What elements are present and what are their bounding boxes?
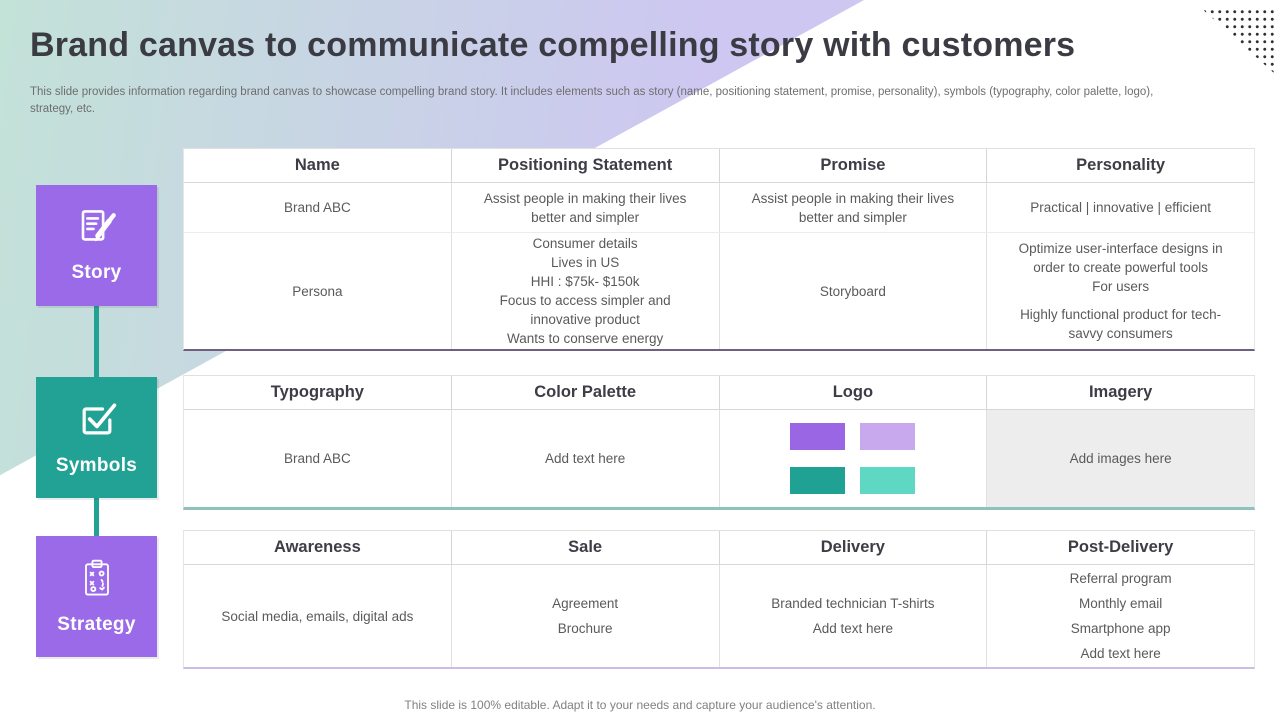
cell-line: Optimize user-interface designs in — [1018, 241, 1223, 256]
dot-pattern-decoration — [1201, 8, 1275, 74]
rail-item-label: Symbols — [55, 455, 138, 476]
rail-item-label: Story — [71, 262, 122, 283]
slide-description: This slide provides information regardin… — [30, 86, 1154, 116]
logo-swatches-cell — [720, 410, 988, 507]
table-cell: Storyboard — [720, 233, 988, 349]
cell-line: Add text here — [544, 451, 626, 466]
table-cell: Persona — [184, 233, 452, 349]
color-swatch — [790, 423, 846, 450]
cell-line: Smartphone app — [1070, 621, 1171, 636]
checkbox-check-icon — [75, 398, 119, 447]
rail-item-label: Strategy — [57, 614, 136, 635]
color-swatch — [790, 467, 846, 494]
cell-line: Add text here — [1080, 646, 1161, 661]
table-cell: Practical | innovative | efficient — [987, 183, 1254, 232]
table-cell: Add images here — [987, 410, 1254, 507]
cell-line: Focus to access simpler and — [499, 293, 671, 308]
slide-footer-note: This slide is 100% editable. Adapt it to… — [404, 698, 876, 712]
cell-line: Add text here — [812, 621, 894, 636]
cell-line: Branded technician T-shirts — [771, 596, 935, 611]
color-swatch — [860, 423, 916, 450]
table-cell: Social media, emails, digital ads — [184, 565, 452, 667]
table-cell: Add text here — [452, 410, 720, 507]
table-row: Brand ABC Add text here Add images here — [184, 410, 1254, 507]
cell-line: Wants to conserve energy — [506, 331, 664, 346]
cell-line: Brochure — [557, 621, 613, 636]
page-title: Brand canvas to communicate compelling s… — [30, 26, 1076, 64]
column-header: Delivery — [720, 531, 988, 564]
table-cell: Optimize user-interface designs in order … — [987, 233, 1254, 349]
cell-line: Consumer details — [532, 236, 638, 251]
cell-line: Add images here — [1069, 451, 1172, 466]
cell-line: Social media, emails, digital ads — [221, 608, 414, 624]
table-cell: Brand ABC — [184, 410, 452, 507]
cell-line: Referral program — [1069, 571, 1172, 586]
rail-item-symbols: Symbols — [36, 377, 157, 498]
table-cell: Assist people in making their lives bette… — [452, 183, 720, 232]
rail-connector-line — [94, 498, 99, 536]
column-header: Awareness — [184, 531, 452, 564]
table-cell: Brand ABC — [184, 183, 452, 232]
rail-item-strategy: Strategy — [36, 536, 157, 657]
strategy-clipboard-icon — [75, 557, 119, 606]
table-cell: Assist people in making their lives bette… — [720, 183, 988, 232]
column-header: Sale — [452, 531, 720, 564]
cell-line: innovative product — [530, 312, 640, 327]
swatch-grid — [790, 423, 916, 494]
cell-line: Assist people in making their lives — [751, 190, 955, 206]
table-row: Brand ABC Assist people in making their l… — [184, 183, 1254, 232]
table-body: Brand ABC Assist people in making their l… — [184, 183, 1254, 349]
cell-line: savvy consumers — [1068, 326, 1173, 341]
column-header: Name — [184, 149, 452, 182]
cell-line: Brand ABC — [283, 451, 351, 466]
cell-line: For users — [1092, 279, 1150, 294]
rail-item-story: Story — [36, 185, 157, 306]
table-body: Brand ABC Add text here Add images here — [184, 410, 1254, 507]
cell-line: Brand ABC — [283, 200, 351, 215]
column-header: Positioning Statement — [452, 149, 720, 182]
cell-line: Practical | innovative | efficient — [1030, 200, 1212, 215]
column-header: Logo — [720, 376, 988, 409]
cell-line: better and simpler — [798, 209, 907, 225]
cell-line: Storyboard — [819, 283, 886, 299]
color-swatch — [860, 467, 916, 494]
table-body: Social media, emails, digital ads Agreeme… — [184, 565, 1254, 667]
column-header: Personality — [1076, 156, 1166, 174]
column-header: Post-Delivery — [1067, 538, 1174, 556]
cell-line: Lives in US — [550, 255, 620, 270]
cell-line: Monthly email — [1078, 596, 1163, 611]
column-header: Imagery — [1088, 383, 1153, 401]
cell-line: Highly functional product for tech- — [1020, 307, 1222, 322]
column-header: Typography — [184, 376, 452, 409]
column-header: Color Palette — [452, 376, 720, 409]
table-row: Social media, emails, digital ads Agreeme… — [184, 565, 1254, 667]
column-header: Promise — [720, 149, 988, 182]
rail-connector-line — [94, 305, 99, 378]
cell-line: Agreement — [552, 596, 619, 611]
cell-line: better and simpler — [531, 209, 640, 225]
cell-line: Persona — [292, 283, 343, 299]
document-edit-icon — [76, 207, 118, 254]
cell-line: Assist people in making their lives — [483, 190, 687, 206]
cell-line: HHI : $75k- $150k — [530, 274, 640, 289]
cell-line: order to create powerful tools — [1033, 260, 1209, 275]
